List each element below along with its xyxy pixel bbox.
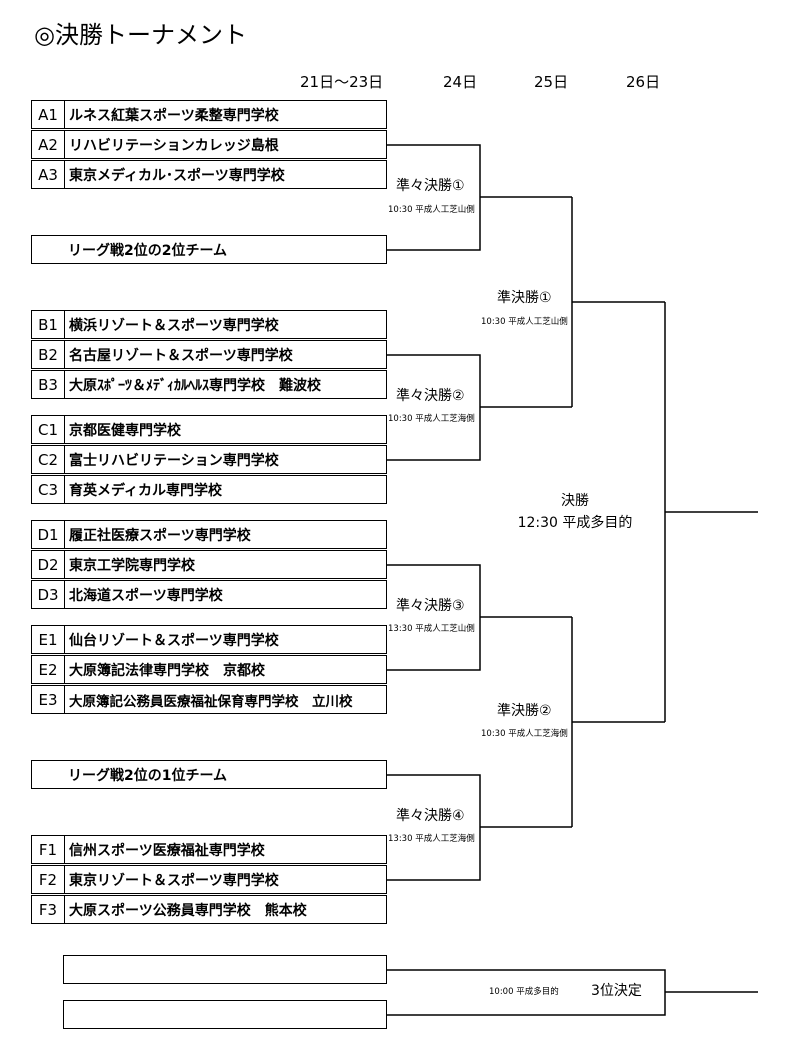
team-row-wildcard-first: リーグ戦2位の1位チーム: [31, 760, 387, 789]
team-code: E2: [32, 656, 65, 683]
team-name: 東京リゾート＆スポーツ専門学校: [69, 872, 279, 889]
team-row-b3: B3 大原ｽﾎﾟｰﾂ＆ﾒﾃﾞｨｶﾙﾍﾙｽ専門学校 難波校: [31, 370, 387, 399]
team-name: 履正社医療スポーツ専門学校: [69, 527, 251, 544]
qf2-info: 10:30 平成人工芝海側: [388, 414, 475, 424]
team-name: リーグ戦2位の1位チーム: [68, 767, 228, 784]
team-row-a1: A1 ルネス紅葉スポーツ柔整専門学校: [31, 100, 387, 129]
team-name: 京都医健専門学校: [69, 422, 181, 439]
date-header-day1: 21日～23日: [300, 73, 384, 91]
team-row-f2: F2 東京リゾート＆スポーツ専門学校: [31, 865, 387, 894]
qf4-label: 準々決勝④: [396, 808, 465, 824]
team-row-c2: C2 富士リハビリテーション専門学校: [31, 445, 387, 474]
final-label: 決勝: [561, 493, 589, 509]
team-code: C3: [32, 476, 65, 503]
qf4-info: 13:30 平成人工芝海側: [388, 834, 475, 844]
third-place-slot-1: [63, 955, 387, 984]
team-name: 横浜リゾート＆スポーツ専門学校: [69, 317, 279, 334]
date-header-day3: 25日: [534, 73, 569, 91]
team-name: 信州スポーツ医療福祉専門学校: [69, 842, 265, 859]
team-row-a2: A2 リハビリテーションカレッジ島根: [31, 130, 387, 159]
sf2-info: 10:30 平成人工芝海側: [481, 729, 568, 739]
team-row-f1: F1 信州スポーツ医療福祉専門学校: [31, 835, 387, 864]
team-row-b1: B1 横浜リゾート＆スポーツ専門学校: [31, 310, 387, 339]
team-row-c3: C3 育英メディカル専門学校: [31, 475, 387, 504]
bracket-qf3: [387, 564, 481, 671]
team-name: 大原簿記公務員医療福祉保育専門学校 立川校: [69, 693, 353, 710]
team-code: D2: [32, 551, 65, 578]
sf2-label: 準決勝②: [497, 703, 552, 719]
sf1-label: 準決勝①: [497, 290, 552, 306]
team-row-f3: F3 大原スポーツ公務員専門学校 熊本校: [31, 895, 387, 924]
qf1-label: 準々決勝①: [396, 178, 465, 194]
date-header-day2: 24日: [443, 73, 478, 91]
final-info: 12:30 平成多目的: [517, 515, 633, 531]
sf1-info: 10:30 平成人工芝山側: [481, 317, 568, 327]
team-row-e1: E1 仙台リゾート＆スポーツ専門学校: [31, 625, 387, 654]
team-name: ルネス紅葉スポーツ柔整専門学校: [69, 107, 279, 124]
team-name: 富士リハビリテーション専門学校: [69, 452, 279, 469]
team-name: 名古屋リゾート＆スポーツ専門学校: [69, 347, 293, 364]
team-name: リハビリテーションカレッジ島根: [69, 137, 279, 154]
team-row-b2: B2 名古屋リゾート＆スポーツ専門学校: [31, 340, 387, 369]
team-name: 東京メディカル･スポーツ専門学校: [69, 167, 285, 184]
third-place-info: 10:00 平成多目的: [489, 987, 559, 997]
team-code: E3: [32, 686, 65, 713]
team-code: B2: [32, 341, 65, 368]
team-name: 北海道スポーツ専門学校: [69, 587, 223, 604]
page-title: ◎決勝トーナメント: [34, 21, 247, 49]
team-code: D3: [32, 581, 65, 608]
team-name: 育英メディカル専門学校: [69, 482, 223, 499]
team-code: B1: [32, 311, 65, 338]
date-header-day4: 26日: [626, 73, 661, 91]
team-code: A3: [32, 161, 65, 188]
team-code: E1: [32, 626, 65, 653]
team-code: F3: [32, 896, 65, 923]
team-name: 大原スポーツ公務員専門学校 熊本校: [69, 902, 307, 919]
bracket-qf2: [387, 354, 481, 461]
team-row-e2: E2 大原簿記法律専門学校 京都校: [31, 655, 387, 684]
team-row-c1: C1 京都医健専門学校: [31, 415, 387, 444]
bracket-qf4: [387, 774, 481, 881]
team-code: A1: [32, 101, 65, 128]
bracket-qf1: [387, 144, 481, 251]
team-row-e3: E3 大原簿記公務員医療福祉保育専門学校 立川校: [31, 685, 387, 714]
qf3-info: 13:30 平成人工芝山側: [388, 624, 475, 634]
team-name: リーグ戦2位の2位チーム: [68, 242, 228, 259]
team-row-a3: A3 東京メディカル･スポーツ専門学校: [31, 160, 387, 189]
third-place-slot-2: [63, 1000, 387, 1029]
qf1-info: 10:30 平成人工芝山側: [388, 205, 475, 215]
team-name: 仙台リゾート＆スポーツ専門学校: [69, 632, 279, 649]
team-code: F2: [32, 866, 65, 893]
qf3-label: 準々決勝③: [396, 598, 465, 614]
team-code: F1: [32, 836, 65, 863]
team-code: C2: [32, 446, 65, 473]
team-code: A2: [32, 131, 65, 158]
team-row-d1: D1 履正社医療スポーツ専門学校: [31, 520, 387, 549]
team-code: B3: [32, 371, 65, 398]
team-row-d3: D3 北海道スポーツ専門学校: [31, 580, 387, 609]
team-code: D1: [32, 521, 65, 548]
team-row-d2: D2 東京工学院専門学校: [31, 550, 387, 579]
team-name: 大原ｽﾎﾟｰﾂ＆ﾒﾃﾞｨｶﾙﾍﾙｽ専門学校 難波校: [69, 377, 321, 394]
team-name: 東京工学院専門学校: [69, 557, 195, 574]
third-place-label: 3位決定: [591, 983, 642, 999]
team-code: C1: [32, 416, 65, 443]
team-row-wildcard-second: リーグ戦2位の2位チーム: [31, 235, 387, 264]
team-name: 大原簿記法律専門学校 京都校: [69, 662, 265, 679]
qf2-label: 準々決勝②: [396, 388, 465, 404]
